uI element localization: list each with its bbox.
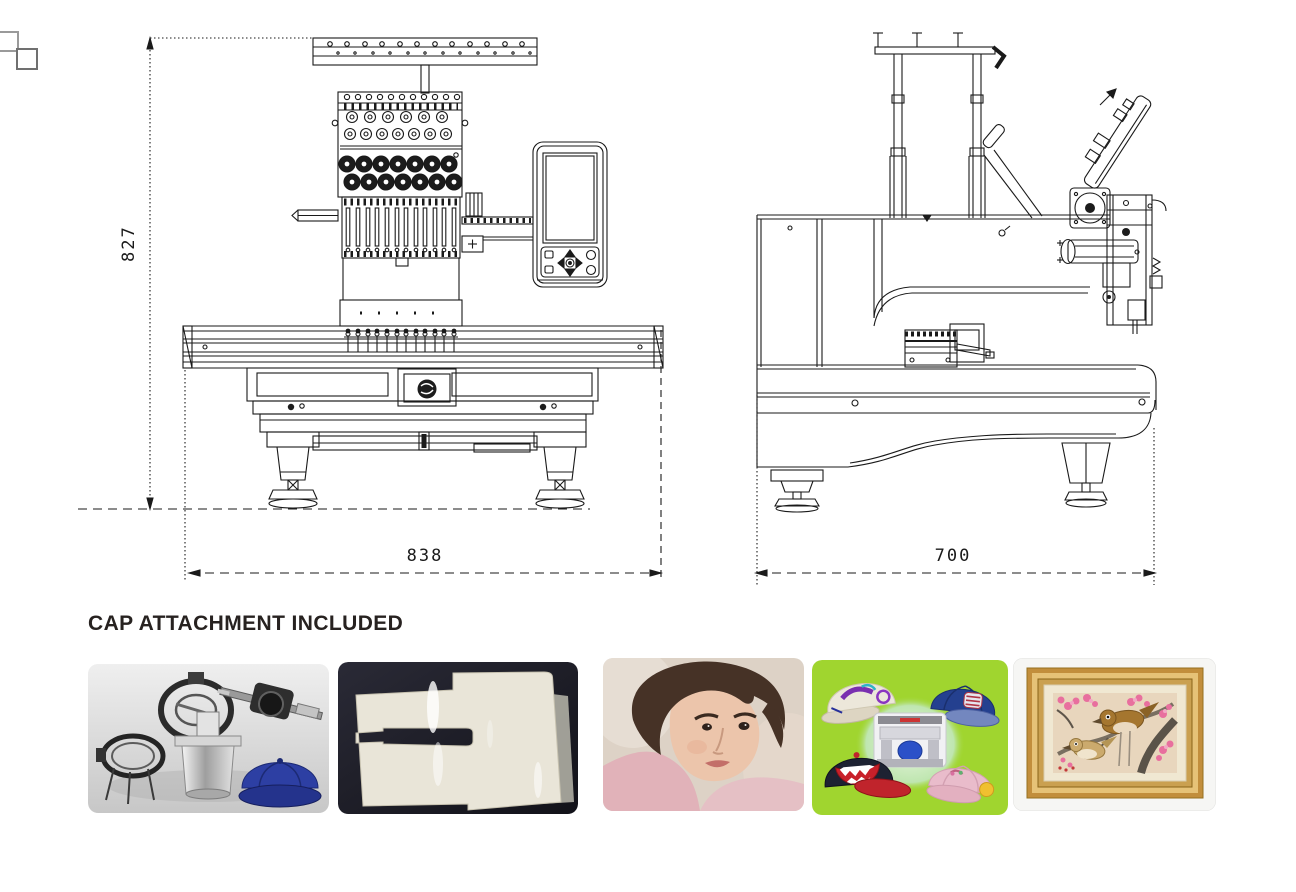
hair bbox=[631, 661, 786, 755]
side-head bbox=[1057, 187, 1167, 334]
right-foot bbox=[533, 431, 587, 509]
front-view-drawing bbox=[182, 37, 664, 509]
needle-area bbox=[339, 257, 463, 353]
side-table bbox=[757, 323, 1157, 410]
machine-base bbox=[246, 367, 599, 509]
face bbox=[669, 685, 760, 782]
control-panel-body bbox=[532, 141, 608, 288]
cap-attachment-parts-photo bbox=[88, 664, 329, 813]
embroidery-art bbox=[1053, 693, 1178, 775]
bird-lower bbox=[1062, 736, 1117, 760]
logo-square-top bbox=[0, 31, 19, 52]
framed-bird-embroidery-photo bbox=[1013, 658, 1216, 811]
side-body bbox=[756, 214, 1110, 467]
control-panel-screen bbox=[542, 152, 598, 244]
spool-plate bbox=[1083, 88, 1152, 189]
dimension-height-827: 827 bbox=[78, 35, 590, 512]
side-view-drawing bbox=[756, 32, 1167, 513]
support-arms bbox=[291, 192, 534, 253]
embroidered-caps-photo bbox=[812, 660, 1008, 815]
side-right-foot bbox=[1061, 442, 1111, 508]
dim-label-700: 700 bbox=[935, 546, 972, 566]
machine-center bbox=[873, 712, 947, 768]
left-foot bbox=[266, 431, 320, 509]
dimension-width-838: 838 bbox=[184, 330, 664, 582]
side-left-foot bbox=[770, 469, 824, 513]
sweater bbox=[603, 751, 700, 811]
control-panel-keypad bbox=[540, 246, 600, 278]
embroidered-portrait-photo bbox=[603, 658, 804, 811]
cap-section-heading: CAP ATTACHMENT INCLUDED bbox=[88, 612, 404, 635]
bird-upper bbox=[1092, 702, 1159, 767]
thread-stand bbox=[312, 37, 538, 94]
dim-label-827: 827 bbox=[119, 225, 139, 262]
table-plate bbox=[355, 671, 562, 811]
table-plate-photo bbox=[338, 662, 578, 814]
needle-bar-case bbox=[341, 196, 461, 259]
metal-cylinder bbox=[174, 711, 242, 800]
pink-cap bbox=[926, 765, 995, 804]
machine-dimension-drawing: 827 838 700 bbox=[78, 32, 1167, 585]
white-cap bbox=[821, 683, 896, 724]
cap-ring-legs bbox=[96, 733, 166, 805]
blossoms bbox=[1057, 694, 1174, 768]
blue-cap bbox=[238, 758, 322, 808]
berries bbox=[1058, 766, 1075, 772]
cap-driver bbox=[217, 682, 324, 721]
logo-square-bottom bbox=[16, 48, 38, 70]
two-squares-logo bbox=[0, 31, 38, 70]
side-thread-stand bbox=[873, 32, 1043, 219]
monster-cap bbox=[824, 752, 912, 799]
dimension-depth-700: 700 bbox=[753, 395, 1158, 585]
lips bbox=[705, 760, 730, 768]
control-panel bbox=[532, 141, 608, 288]
dim-label-838: 838 bbox=[407, 546, 444, 566]
thread-stand-rod bbox=[420, 64, 430, 94]
embroidery-head bbox=[331, 91, 469, 198]
side-base bbox=[757, 399, 1156, 513]
